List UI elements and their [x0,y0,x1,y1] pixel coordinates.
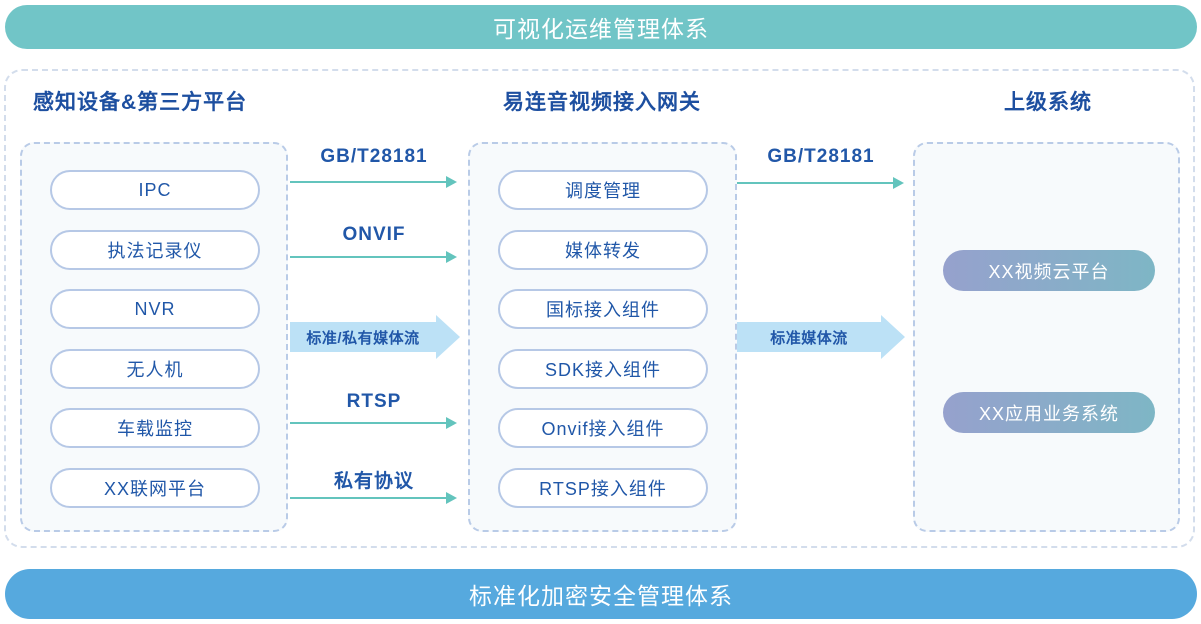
arrow-standard-media-stream: 标准媒体流 [737,315,905,359]
upper-system-group-box: XX视频云平台 XX应用业务系统 [913,142,1180,532]
arrowhead-icon [881,315,905,359]
device-node-ipc: IPC [50,170,260,210]
gateway-node-rtsp-access: RTSP接入组件 [498,468,708,508]
column-header-gateway: 易连音视频接入网关 [503,91,701,114]
arrowhead-icon [436,315,460,359]
arrow-gbt28181-left [290,176,457,188]
gateway-node-gb-access: 国标接入组件 [498,289,708,329]
flow-label-standard-private-media-stream: 标准/私有媒体流 [290,322,436,352]
gateway-group-box: 调度管理 媒体转发 国标接入组件 SDK接入组件 Onvif接入组件 RTSP接… [468,142,737,532]
flow-label-gbt28181-left: GB/T28181 [320,146,428,167]
bottom-banner-label: 标准化加密安全管理体系 [469,583,733,609]
gateway-node-sdk-access: SDK接入组件 [498,349,708,389]
device-node-xx-network-platform: XX联网平台 [50,468,260,508]
gateway-node-media-forward: 媒体转发 [498,230,708,270]
arrow-onvif [290,251,457,263]
flow-label-onvif: ONVIF [342,224,406,245]
arrow-private-protocol [290,492,457,504]
flow-label-private-protocol: 私有协议 [333,471,414,492]
gateway-node-dispatch: 调度管理 [498,170,708,210]
top-banner-label: 可视化运维管理体系 [493,16,709,42]
gateway-node-onvif-access: Onvif接入组件 [498,408,708,448]
arrow-gbt28181-right [737,177,904,189]
flow-label-standard-media-stream: 标准媒体流 [737,322,881,352]
bottom-banner: 标准化加密安全管理体系 [5,569,1197,619]
column-header-upper-system: 上级系统 [1004,91,1092,114]
device-node-vehicle-monitor: 车载监控 [50,408,260,448]
top-banner: 可视化运维管理体系 [5,5,1197,49]
devices-group-box: IPC 执法记录仪 NVR 无人机 车载监控 XX联网平台 [20,142,288,532]
flow-label-gbt28181-right: GB/T28181 [767,146,875,167]
device-node-body-camera: 执法记录仪 [50,230,260,270]
upper-node-business-system: XX应用业务系统 [943,392,1155,433]
arrow-rtsp [290,417,457,429]
device-node-nvr: NVR [50,289,260,329]
column-header-devices: 感知设备&第三方平台 [33,91,248,114]
arrow-standard-private-media-stream: 标准/私有媒体流 [290,315,460,359]
upper-node-video-cloud: XX视频云平台 [943,250,1155,291]
device-node-drone: 无人机 [50,349,260,389]
flow-label-rtsp: RTSP [346,391,402,412]
